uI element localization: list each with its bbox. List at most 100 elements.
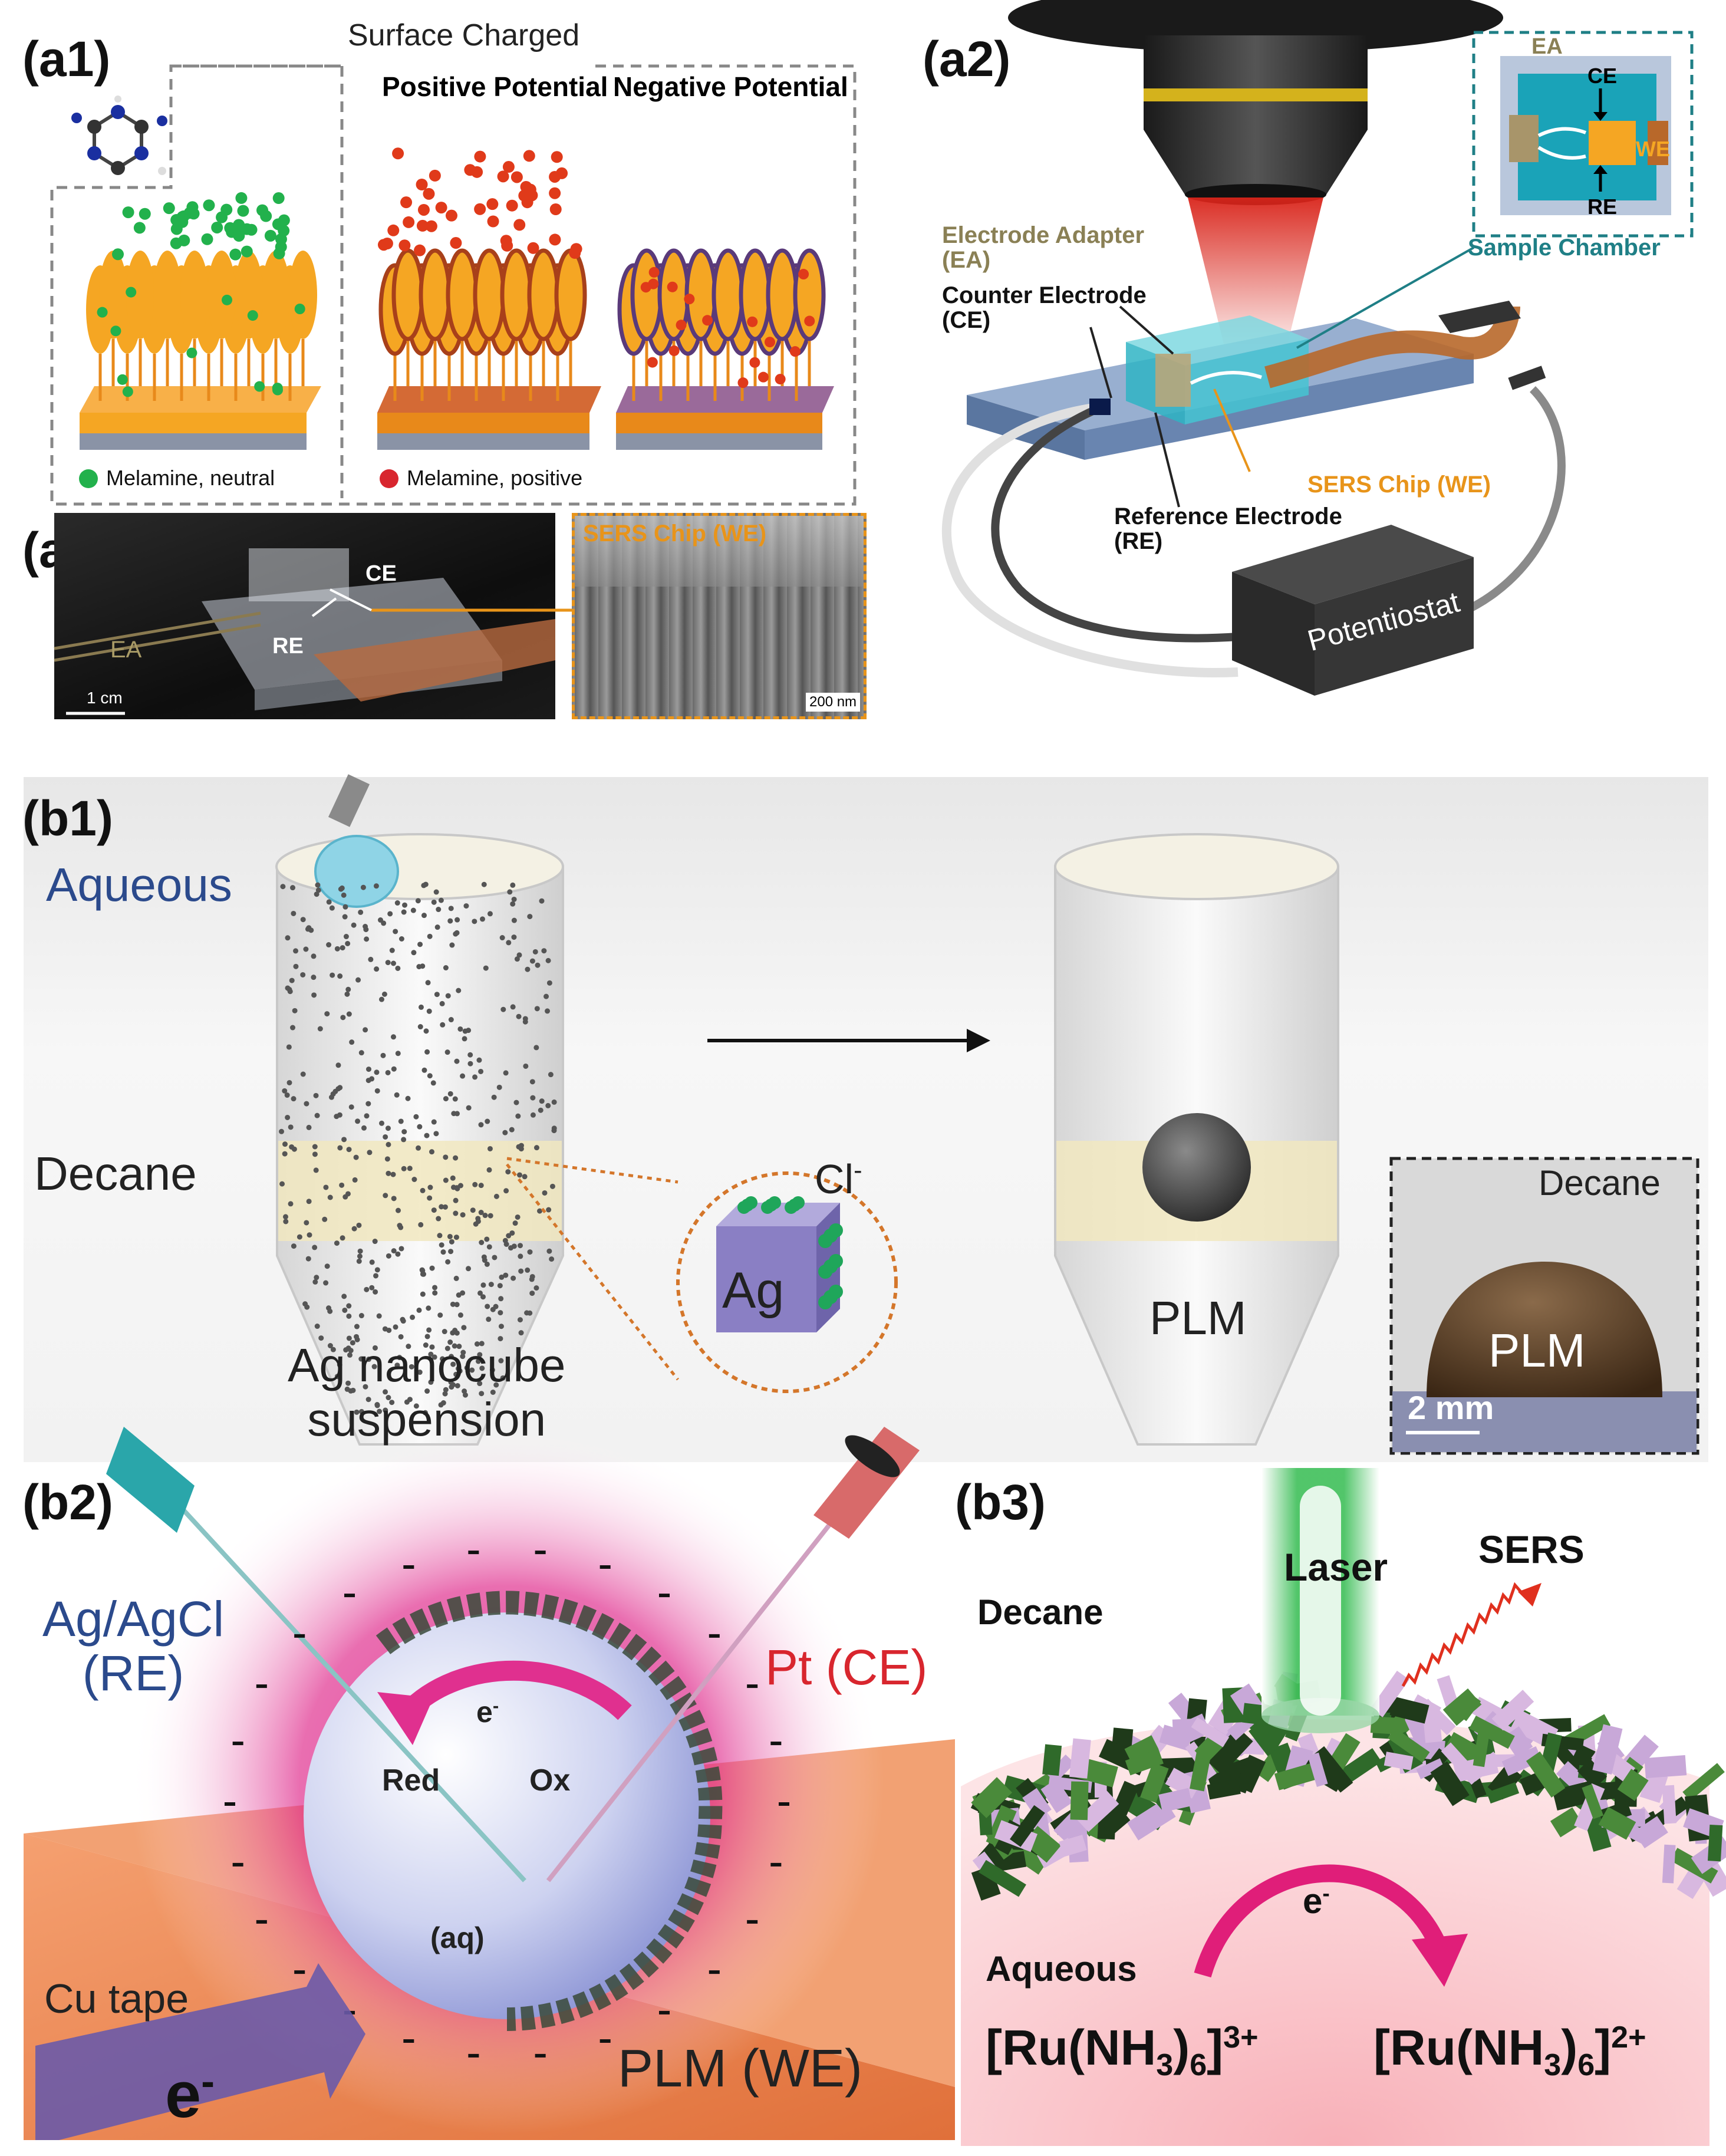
ag-particle [410,907,416,913]
ag-particle [343,934,349,940]
ag-flake [1112,1780,1139,1816]
ag-flake [1387,1727,1430,1763]
ag-particle [323,1280,329,1286]
ag-particle [424,1334,430,1339]
positive-potential-label: Positive Potential [382,71,608,102]
ag-particle [374,1088,380,1094]
inset-we-chip [1589,121,1636,165]
melamine-positive-dot [551,151,563,163]
cu-electron-label: e- [165,2058,215,2132]
ag-particle [544,993,549,999]
ag-particle [493,1382,499,1388]
ag-particle [525,966,531,972]
ag-particle [478,1122,484,1128]
b3-aqueous-label: Aqueous [986,1949,1137,1989]
aqueous-droplet [314,835,399,908]
melamine-positive-molecules [377,147,815,389]
ag-flake [1708,1824,1723,1862]
ag-particle [385,960,391,966]
ag-particle [451,1111,457,1117]
nanorod-head [207,251,236,339]
ag-particle [348,1104,354,1110]
ag-particle [376,1313,382,1319]
b2-electron-arrow-head [377,1692,433,1745]
ag-particle [354,1334,360,1339]
ag-particle [365,1101,371,1107]
ag-flake [1098,1804,1131,1836]
melamine-positive-dot [775,374,786,385]
ag-particle [374,1403,380,1408]
melamine-neutral-dot [272,384,283,396]
electrode-adapter-label: Electrode Adapter (EA) [942,223,1144,272]
re-leader [1154,412,1180,508]
chloride-label: Cl- [815,1156,862,1203]
surface-charged-title: Surface Charged [348,18,580,52]
melamine-neutral-dot [170,214,183,226]
ag-particle [291,1096,297,1102]
panel-label-a2: (a2) [923,31,1011,87]
ag-particle [312,1279,318,1285]
ag-particle [383,1407,388,1413]
ag-flake [1070,1781,1089,1821]
melamine-neutral-molecules [97,192,305,397]
ag-particle [440,1356,446,1362]
ag-particle [527,1310,533,1316]
ag-particle [324,1011,330,1017]
ag-particle [440,1400,446,1406]
ag-particle [486,1167,492,1173]
ag-particle [282,1141,288,1147]
device-photo-drawing [54,548,555,715]
melamine-neutral-dot [201,233,213,245]
ag-flake [1633,1816,1668,1849]
ag-particle [279,1181,285,1187]
b2-electron-charge: - [492,1695,499,1716]
ag-particle [346,1011,352,1017]
b3-decane-label: Decane [977,1592,1104,1632]
ag-particle [464,1365,470,1371]
ag-particle [431,1207,437,1213]
ag-particle [373,883,379,889]
ag-flake [1453,1754,1499,1783]
melamine-positive-dot [524,183,536,196]
ag-particle [413,1403,419,1409]
species-ox-sub2: 6 [1190,2048,1207,2082]
ag-particle [365,1397,371,1403]
ag-particle [515,1113,521,1119]
ag-particle [286,1044,292,1050]
ag-particle [329,905,335,911]
ag-particle [500,1006,506,1012]
ag-particle [447,1091,453,1097]
ag-particle [374,1267,380,1273]
ag-particle [475,1358,481,1364]
plm-we-label: PLM (WE) [618,2039,862,2098]
ag-particle [479,1341,485,1347]
melamine-neutral-dot [294,304,305,315]
ag-particle [475,1216,481,1222]
melamine-positive-dot [668,345,680,356]
chloride-ions [737,1196,843,1309]
ag-particle [393,1324,398,1330]
ag-particle [334,1240,340,1246]
ag-flake [1124,1735,1159,1763]
ag-particle [363,1027,368,1033]
ag-particle [350,1387,356,1393]
ag-particle [363,924,368,930]
ag-particle [311,953,317,959]
ag-particle [490,1306,496,1312]
ag-particle [391,1248,397,1254]
ag-flake [1416,1758,1445,1779]
ag-particle [442,1329,447,1335]
ag-particle [420,1271,426,1277]
ag-particle [509,1127,515,1133]
ag-particle [522,1174,528,1180]
melamine-neutral-dot [235,192,248,204]
ag-particle [454,1058,460,1064]
ref-electrode-line2: (RE) [82,1645,185,1701]
ag-particle [516,1144,522,1150]
melamine-positive-dot [549,187,561,199]
melamine-positive-dot [764,337,775,348]
plm-inset-substrate [1392,1391,1697,1452]
b3-electron-arrow [1194,1864,1447,1978]
melamine-neutral-dot [254,381,265,392]
